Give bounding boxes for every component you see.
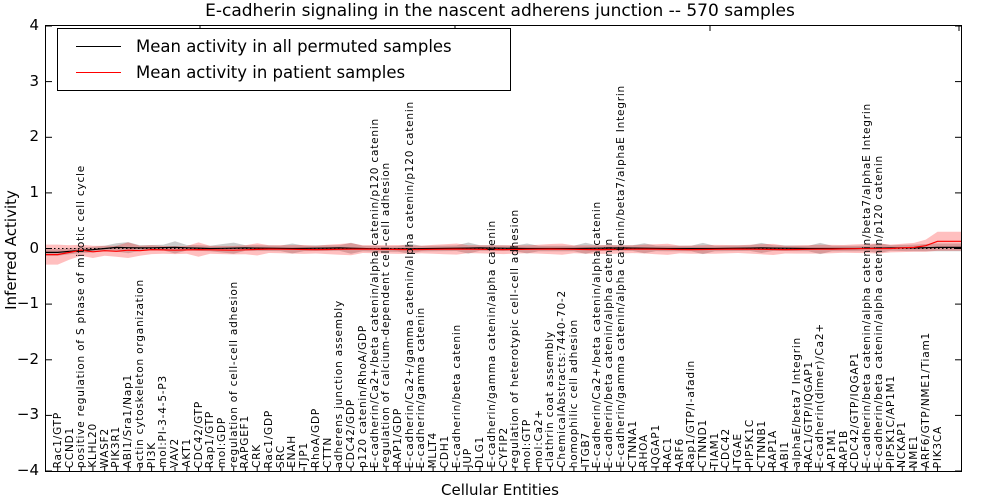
x-tick-label: E-cadherin/gamma catenin/alpha catenin [485, 220, 498, 468]
x-tick-label: E-cadherin/gamma catenin [415, 306, 428, 468]
x-tick-label: RHOA [638, 434, 651, 468]
x-tick-label: CCND1 [63, 426, 76, 468]
x-tick-label: PIK3CA [931, 425, 944, 468]
x-tick-label: E-cadherin/Ca2+/beta catenin/alpha caten… [368, 117, 381, 468]
x-tick-label: PIP5K1C [743, 419, 756, 468]
x-tick-label: CDC42/GTP [192, 400, 205, 468]
x-tick-label: E-cadherin/Ca2+/beta catenin/alpha caten… [591, 200, 604, 468]
y-tick-label: −4 [16, 461, 39, 479]
legend-item-permuted: Mean activity in all permuted samples [76, 37, 510, 56]
x-tick-label: regulation of cell-cell adhesion [227, 281, 240, 468]
x-tick-label: PIP5K1C/AP1M1 [884, 374, 897, 468]
x-tick-label: alphaE/beta7 Integrin [790, 337, 803, 468]
x-tick-label: E-cadherin/Ca2+/gamma catenin/alpha cate… [403, 100, 416, 468]
x-tick-label: CTNNA1 [626, 419, 639, 468]
y-tick-label: 3 [29, 71, 39, 90]
y-tick-label: 4 [29, 16, 39, 34]
x-tick-label: actin cytoskeleton organization [133, 278, 146, 468]
x-tick-label: CTNNB1 [755, 419, 768, 468]
x-tick-label: CDC42 [720, 427, 733, 468]
x-tick-label: PIK3R1 [110, 426, 123, 468]
red-line-sample-icon [76, 72, 121, 74]
black-line-sample-icon [76, 45, 121, 47]
x-tick-label: JUP [462, 448, 475, 468]
x-tick-label: CDC42/GDP [345, 398, 357, 468]
x-tick-label: RAP1A [767, 429, 780, 468]
y-tick-label: 0 [29, 238, 39, 257]
x-tick-label: NCKAP1 [896, 421, 909, 468]
x-tick-label: VAV2 [169, 437, 181, 468]
x-tick-label: regulation of calcium-dependent cell-cel… [380, 162, 393, 468]
x-tick-label: mol:PI-3-4-5-P3 [157, 375, 170, 468]
x-tick-label: ABI1 [779, 440, 791, 468]
x-tick-label: RAP1B [837, 429, 850, 468]
x-tick-label: E-cadherin/beta catenin/alpha catenin/be… [861, 102, 874, 468]
legend-item-patient: Mean activity in patient samples [76, 63, 510, 82]
x-tick-label: E-cadherin/beta catenin/alpha catenin [603, 237, 616, 468]
x-tick-label: DLG1 [474, 436, 486, 468]
x-tick-label: AP1M1 [826, 428, 838, 468]
x-tick-label: clathrin coat assembly [544, 331, 557, 468]
y-tick-label: 1 [29, 182, 39, 201]
x-tick-label: homophilic cell adhesion [567, 318, 580, 468]
plot-canvas [46, 26, 961, 471]
x-tick-label: positive regulation of S phase of mitoti… [75, 164, 88, 468]
x-tick-label: ENAH [286, 435, 299, 468]
x-tick-label: CRK [251, 444, 264, 468]
x-tick-label: CDH1 [438, 434, 451, 468]
x-tick-label: RAC1 [661, 436, 674, 468]
x-tick-label: RAP1/GDP [391, 408, 404, 468]
x-tick-label: ITGB7 [579, 432, 592, 468]
x-tick-label: MLLT4 [427, 431, 440, 468]
legend-label-patient: Mean activity in patient samples [136, 63, 406, 83]
x-tick-label: ABI1/Sra1/Nap1 [122, 373, 135, 468]
x-tick-label: Rac1/GDP [262, 409, 275, 468]
y-tick-label: 2 [29, 127, 39, 146]
legend: Mean activity in all permuted samples Me… [57, 28, 511, 91]
x-tick-label: ARF6 [673, 437, 686, 468]
x-tick-label: RhoA/GDP [309, 407, 322, 468]
x-tick-label: mol:GDP [216, 416, 228, 468]
x-tick-label: RAC1/GTP/IQGAP1 [802, 360, 815, 468]
x-tick-label: Rac1/GTP [51, 411, 64, 468]
x-tick-label: E-cadherin(dimer)/Ca2+ [814, 322, 827, 468]
x-tick-label: mol:Ca2+ [532, 409, 545, 468]
chart-title: E-cadherin signaling in the nascent adhe… [205, 1, 795, 21]
x-tick-label: SRC [274, 444, 287, 468]
x-tick-label: CYFIP2 [497, 427, 510, 468]
x-tick-label: TIAM1 [708, 431, 721, 468]
y-tick-label: −2 [16, 349, 39, 368]
x-tick-label: ChemicalAbstracts:7440-70-2 [556, 290, 569, 468]
x-tick-label: RAPGEF1 [239, 414, 252, 468]
x-tick-label: PI3K [145, 441, 158, 468]
x-tick-label: E-cadherin/gamma catenin/alpha catenin/b… [614, 85, 627, 468]
x-tick-label: ITGAE [732, 432, 745, 468]
x-tick-label: NME1 [908, 434, 921, 468]
x-tick-label: Rap1/GTP [204, 410, 217, 468]
x-tick-label: WASF2 [98, 427, 111, 468]
x-tick-label: adherens junction assembly [333, 299, 346, 468]
x-tick-label: TJP1 [298, 442, 311, 468]
x-tick-label: regulation of heterotypic cell-cell adhe… [509, 208, 522, 469]
x-tick-label: ARF6/GTP/NME1/Tiam1 [919, 331, 932, 468]
x-tick-label: KLHL20 [86, 423, 99, 468]
x-tick-label: Rap1/GTP/I-afadin [685, 360, 698, 468]
x-tick-label: CDC42/GTP/IQGAP1 [849, 351, 862, 468]
y-tick-label: −3 [16, 405, 39, 424]
x-tick-label: E-cadherin/beta catenin [450, 323, 463, 468]
x-tick-label: mol:GTP [521, 418, 533, 468]
x-tick-label: AKT1 [180, 438, 193, 468]
x-tick-label: IQGAP1 [650, 423, 662, 469]
x-tick-label: p120 catenin/RhoA/GDP [356, 324, 369, 468]
x-axis-label: Cellular Entities [441, 481, 559, 499]
legend-label-permuted: Mean activity in all permuted samples [136, 36, 452, 56]
x-tick-label: CTTN [321, 436, 334, 468]
y-tick-label: −1 [16, 294, 39, 313]
x-tick-label: E-cadherin/beta catenin/alpha catenin/p1… [872, 154, 885, 468]
x-tick-label: CTNND1 [696, 418, 709, 468]
